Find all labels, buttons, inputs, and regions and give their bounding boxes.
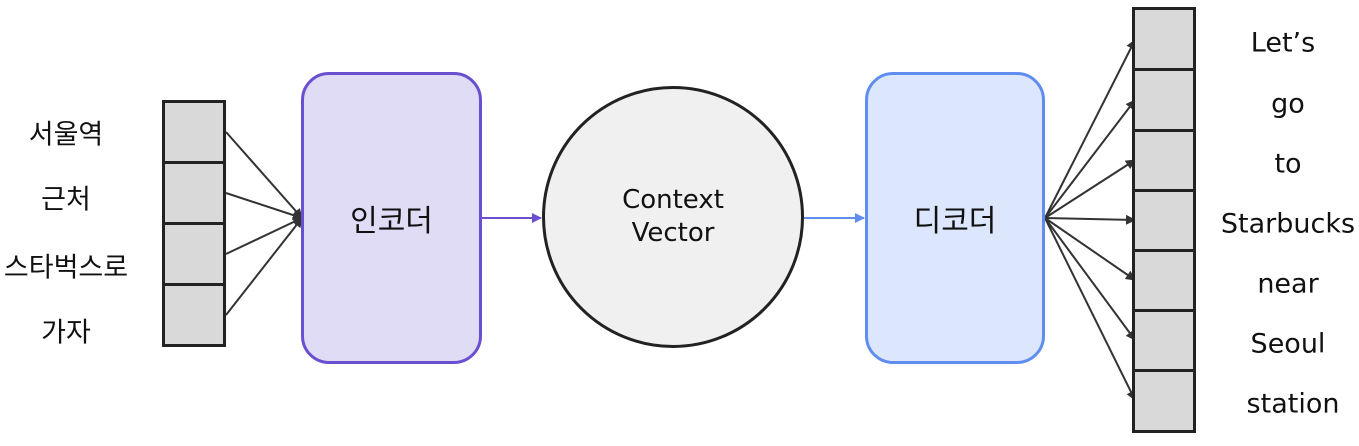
encoder-label: 인코더 — [350, 204, 433, 239]
output-token: to — [1274, 148, 1302, 180]
output-vector-cell — [1132, 129, 1196, 192]
output-connector — [1044, 159, 1136, 219]
context-vector-label-line1: Context — [622, 185, 724, 215]
input-token: 서울역 — [28, 119, 104, 151]
input-vector-cell — [162, 100, 226, 164]
output-connector — [1044, 99, 1136, 219]
input-connector — [225, 131, 303, 219]
decoder-block: 디코더 — [865, 72, 1045, 364]
output-token: station — [1246, 388, 1340, 420]
output-vector-cell — [1132, 369, 1196, 433]
input-connector — [225, 192, 303, 220]
input-connector — [225, 217, 303, 316]
output-token: Seoul — [1250, 328, 1326, 360]
output-token: Let’s — [1250, 27, 1316, 59]
output-vector-cell — [1132, 189, 1196, 252]
decoder-label: 디코더 — [913, 204, 997, 239]
input-connector — [225, 217, 303, 255]
output-vector-cell — [1132, 249, 1196, 312]
output-vector-cell — [1132, 7, 1196, 71]
output-connector — [1044, 214, 1136, 225]
output-connector — [1044, 217, 1136, 341]
input-token: 근처 — [41, 184, 91, 216]
output-token: near — [1257, 268, 1319, 300]
input-token: 가자 — [41, 317, 91, 349]
context-vector-label-line2: Vector — [631, 218, 715, 248]
output-token: go — [1271, 88, 1305, 120]
context-vector-circle: Context Vector — [542, 86, 804, 348]
encoder-block: 인코더 — [301, 72, 482, 364]
output-connector — [1044, 217, 1136, 281]
output-vector-cell — [1132, 68, 1196, 132]
output-connector — [1044, 217, 1136, 401]
output-vector-cell — [1132, 309, 1196, 372]
input-vector-cell — [162, 283, 226, 347]
input-token: 스타벅스로 — [3, 252, 129, 284]
output-connector — [1044, 39, 1136, 219]
output-token: Starbucks — [1220, 208, 1356, 240]
